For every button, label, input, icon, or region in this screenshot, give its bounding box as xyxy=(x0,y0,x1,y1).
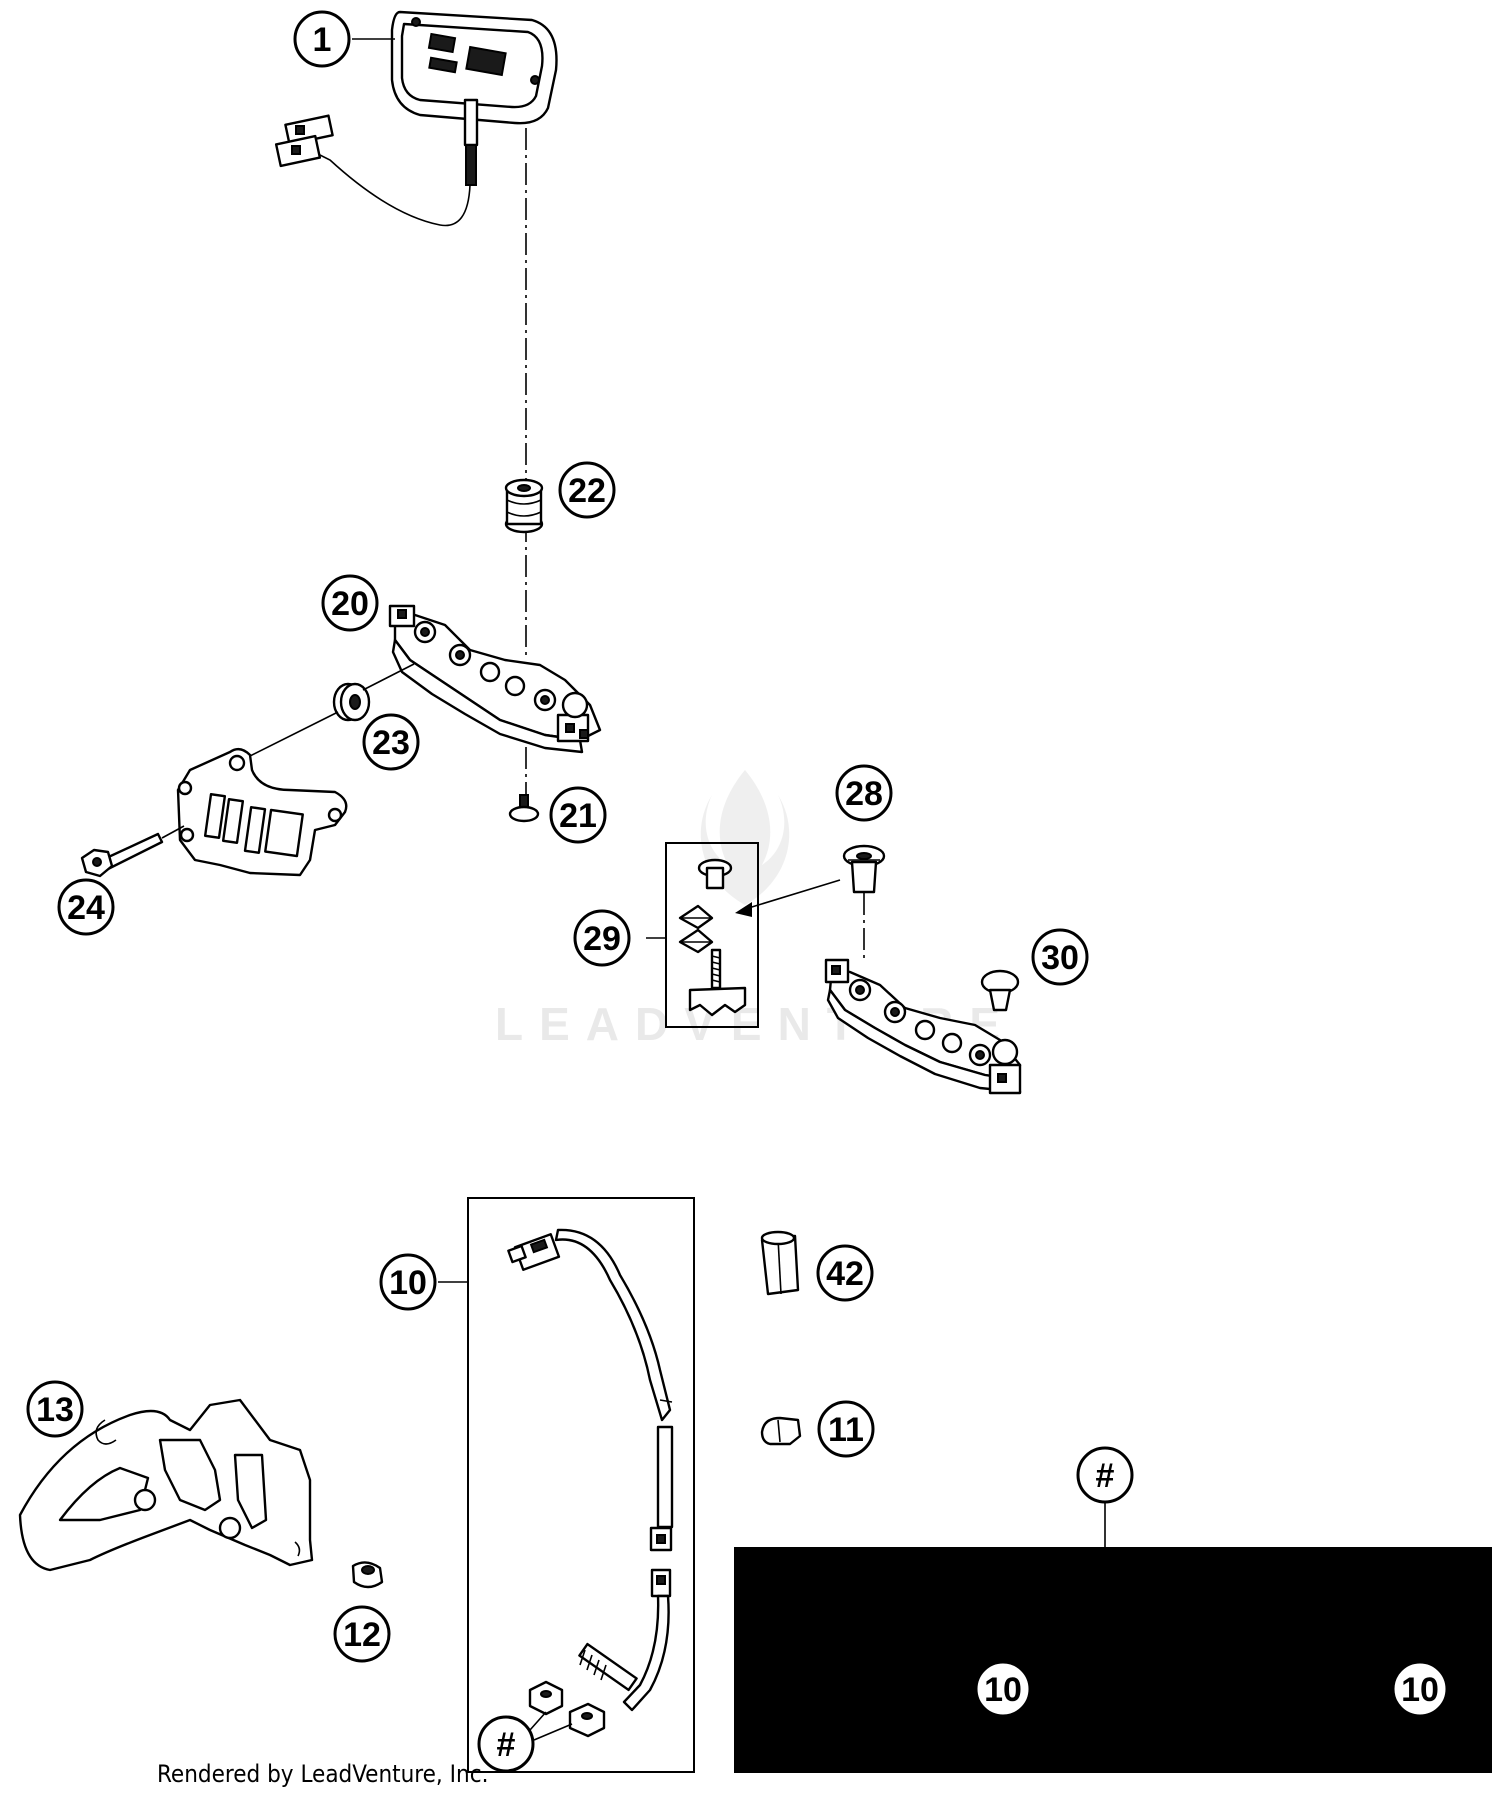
mounting-plate xyxy=(176,747,348,877)
callout-24: 24 xyxy=(57,878,115,936)
callout-28: 28 xyxy=(835,764,893,822)
kit-29-box xyxy=(665,842,759,1028)
svg-text:13: 13 xyxy=(36,1391,74,1429)
svg-text:23: 23 xyxy=(372,724,410,762)
callout-10-panel-right: 10 xyxy=(1391,1660,1449,1718)
callout-10: 10 xyxy=(379,1253,437,1311)
svg-text:28: 28 xyxy=(845,775,883,813)
part-12-bushing xyxy=(351,1561,384,1589)
part-28-bushing xyxy=(842,844,886,894)
part-10-sensor-cable xyxy=(507,1228,674,1712)
svg-text:30: 30 xyxy=(1041,939,1079,977)
speedometer-connector xyxy=(274,114,334,168)
callout-21: 21 xyxy=(549,786,607,844)
svg-text:10: 10 xyxy=(1401,1671,1439,1709)
arrow-28-to-29 xyxy=(735,879,841,917)
svg-text:29: 29 xyxy=(583,920,621,958)
svg-text:11: 11 xyxy=(828,1411,864,1449)
hex-nut xyxy=(568,1702,606,1738)
hex-nut xyxy=(528,1680,564,1716)
part-21-screw xyxy=(508,794,540,823)
callout-13: 13 xyxy=(26,1380,84,1438)
leader-line xyxy=(161,825,185,839)
callout-42: 42 xyxy=(816,1244,874,1302)
svg-text:22: 22 xyxy=(568,472,606,510)
leader-line xyxy=(533,1723,573,1741)
svg-text:1: 1 xyxy=(313,21,332,59)
callout-30: 30 xyxy=(1031,928,1089,986)
part-30-rivet xyxy=(980,969,1020,1012)
kit-10-box xyxy=(467,1197,695,1773)
kit-panel xyxy=(734,1547,1492,1773)
svg-text:10: 10 xyxy=(984,1671,1022,1709)
part-29-kit xyxy=(678,858,747,1017)
svg-text:42: 42 xyxy=(826,1255,864,1293)
svg-text:20: 20 xyxy=(331,585,369,623)
callout-10-panel-left: 10 xyxy=(974,1660,1032,1718)
callout-hash-panel: # xyxy=(1076,1446,1134,1504)
svg-text:#: # xyxy=(497,1726,516,1764)
leader-line xyxy=(362,663,415,691)
svg-text:24: 24 xyxy=(67,889,105,927)
part-22-grommet xyxy=(504,478,544,534)
callout-23: 23 xyxy=(362,713,420,771)
callout-12: 12 xyxy=(333,1605,391,1663)
callout-29: 29 xyxy=(573,909,631,967)
part-20-bracket xyxy=(388,604,602,754)
callout-11: 11 xyxy=(817,1400,875,1458)
callout-20: 20 xyxy=(321,574,379,632)
part-1-speedometer xyxy=(274,10,558,227)
part-11-clip xyxy=(760,1416,802,1446)
callout-1: 1 xyxy=(293,10,351,68)
callout-hash-bottom: # xyxy=(477,1715,535,1773)
part-13-brake-disc-region xyxy=(18,1398,314,1572)
svg-text:10: 10 xyxy=(389,1264,427,1302)
part-23-bushing xyxy=(332,682,371,722)
leader-line xyxy=(237,711,339,763)
part-42-clip xyxy=(760,1230,800,1296)
svg-text:21: 21 xyxy=(559,797,597,835)
bracket-assembly-30 xyxy=(824,958,1022,1095)
footer-credit: Rendered by LeadVenture, Inc. xyxy=(157,1760,488,1788)
svg-text:12: 12 xyxy=(343,1616,381,1654)
part-24-bolt xyxy=(80,832,164,878)
callout-22: 22 xyxy=(558,461,616,519)
leader-line xyxy=(529,1711,547,1731)
svg-text:#: # xyxy=(1096,1457,1115,1495)
